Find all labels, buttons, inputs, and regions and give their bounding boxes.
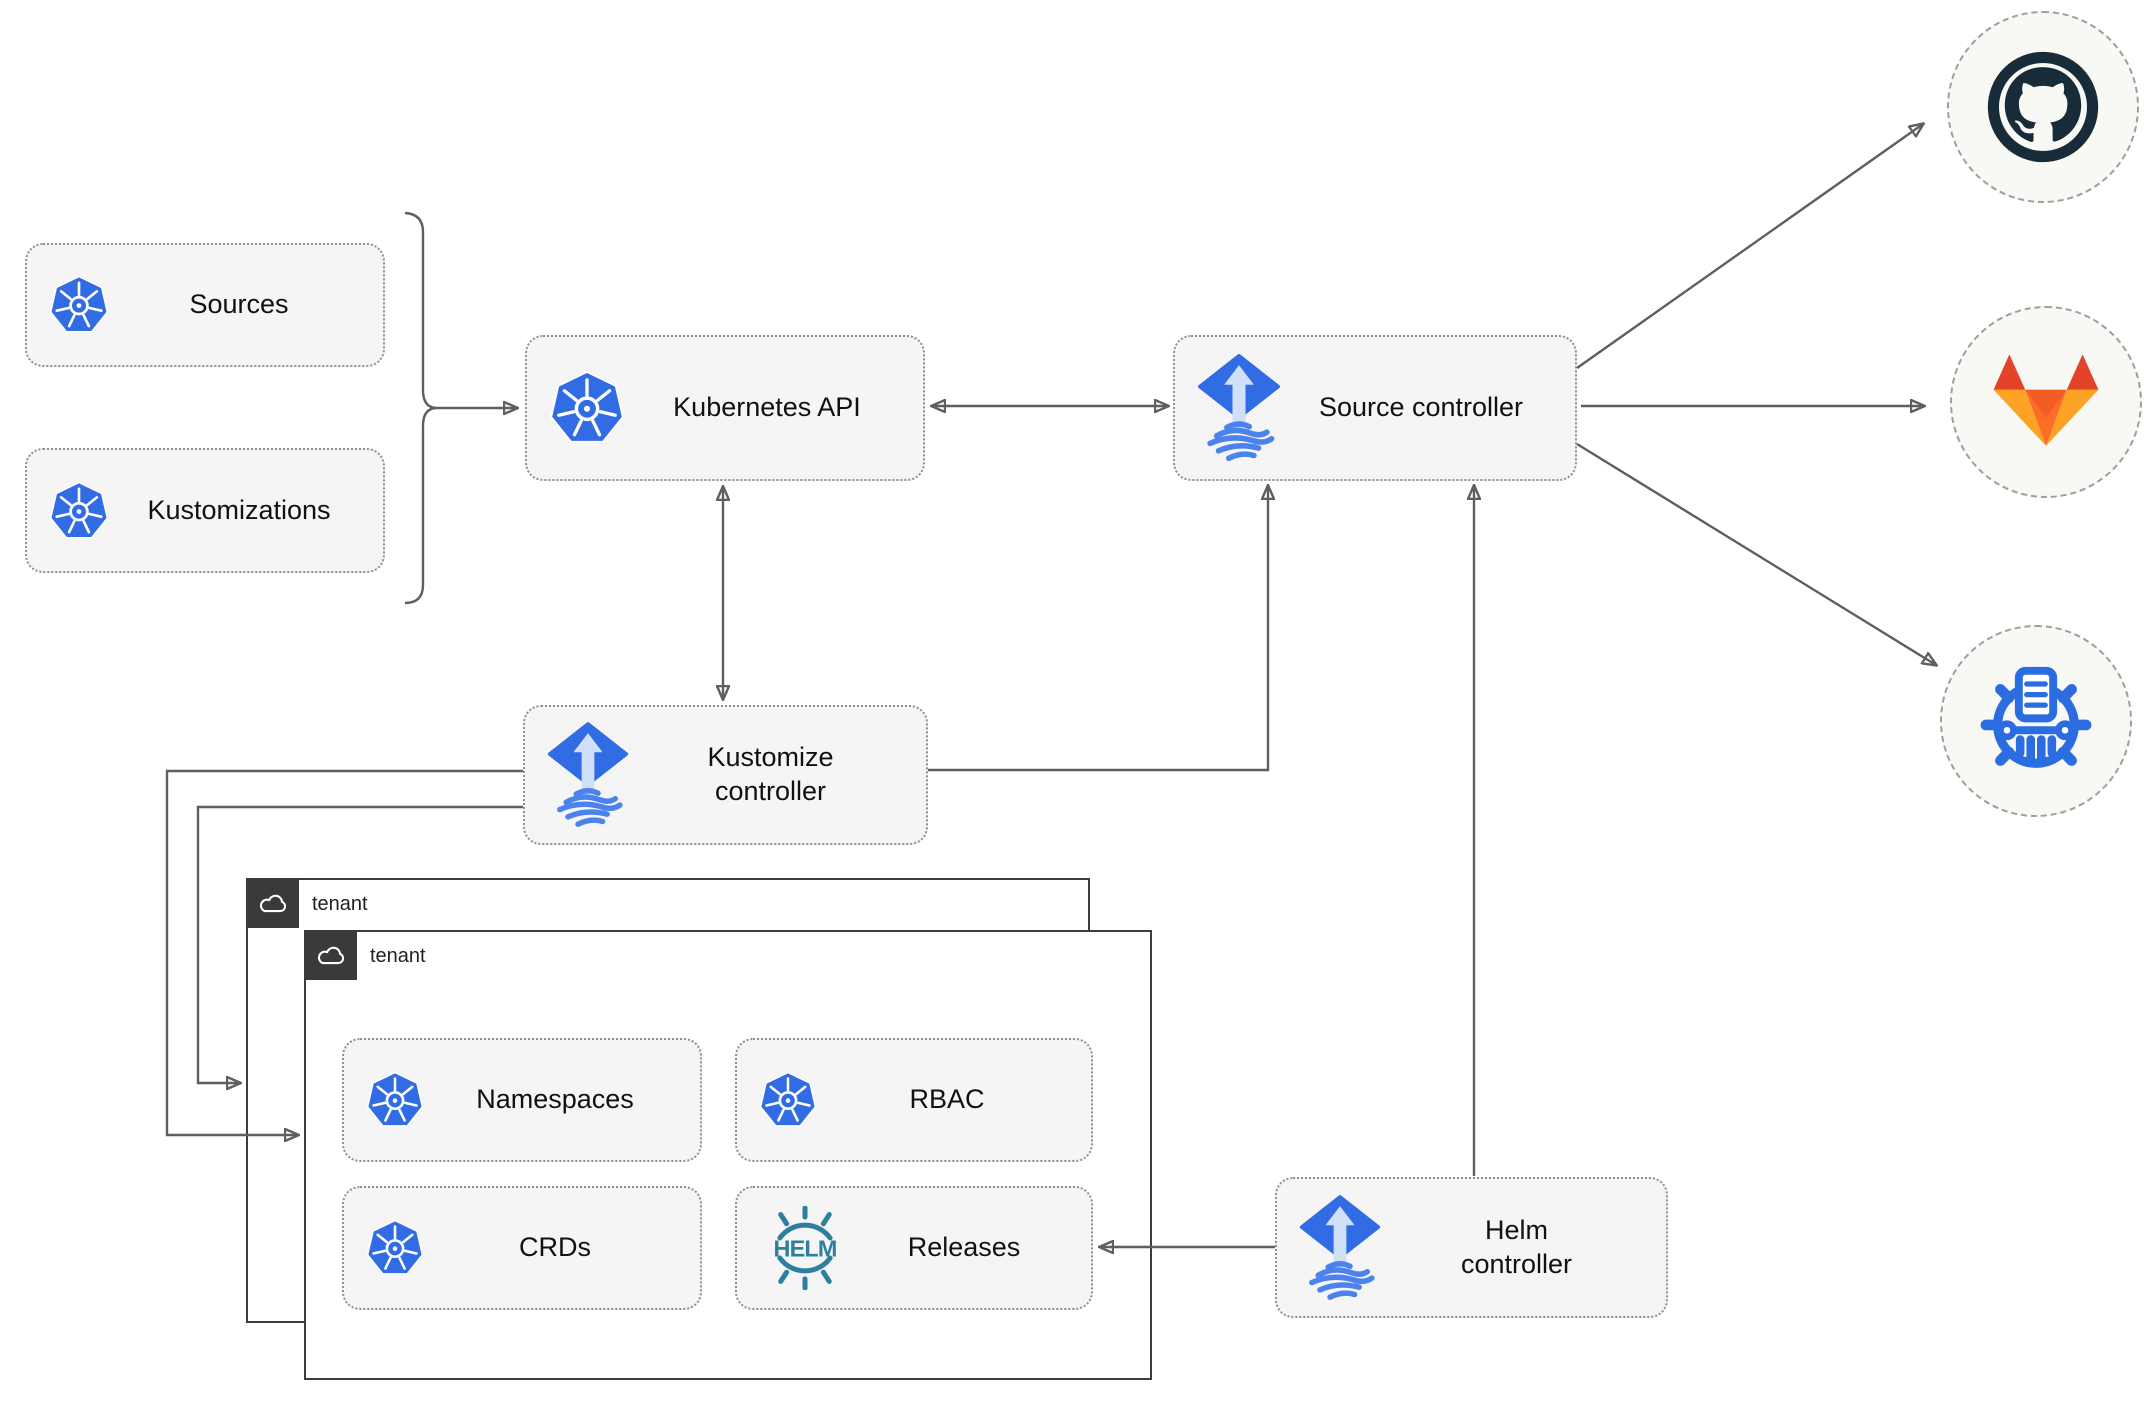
helm-logo-text: HELM: [774, 1235, 837, 1261]
node-source-controller: Source controller: [1173, 335, 1577, 481]
tenant-label: tenant: [370, 945, 426, 967]
kubernetes-icon: [49, 275, 109, 335]
edge-source-controller-to-helm-repository: [1576, 442, 1936, 665]
node-label: CRDs: [519, 1232, 591, 1263]
node-kubernetes-api: Kubernetes API: [525, 335, 925, 481]
gitlab-target: [1950, 306, 2142, 498]
cloud-icon: [257, 892, 289, 915]
node-label: Releases: [907, 1232, 1021, 1263]
cloud-icon: [315, 944, 347, 967]
edge-group-bracket: [404, 211, 438, 605]
github-target: [1947, 11, 2139, 203]
node-releases: HELM Releases: [735, 1186, 1093, 1310]
node-kustomize-controller: Kustomize controller: [523, 705, 928, 845]
edge-kustomize-controller-to-source-controller: [928, 486, 1268, 772]
gitlab-icon: [1993, 354, 2099, 446]
node-label: RBAC: [909, 1084, 985, 1115]
tenant-tab: [246, 878, 299, 928]
helm-repository-target: [1940, 625, 2132, 817]
tenant-label: tenant: [312, 893, 368, 915]
github-icon: [1987, 51, 2099, 163]
node-rbac: RBAC: [735, 1038, 1093, 1162]
tenant-tab: [304, 930, 357, 980]
kubernetes-icon: [759, 1071, 817, 1129]
node-label: Helm controller: [1460, 1214, 1573, 1279]
node-label: Kubernetes API: [673, 392, 861, 423]
kubernetes-icon: [49, 481, 109, 541]
node-crds: CRDs: [342, 1186, 702, 1310]
node-namespaces: Namespaces: [342, 1038, 702, 1162]
helm-repository-icon: [1980, 666, 2092, 768]
node-sources: Sources: [25, 243, 385, 367]
kubernetes-icon: [366, 1219, 424, 1277]
node-label: Namespaces: [476, 1084, 634, 1115]
node-label: Sources: [189, 289, 289, 320]
edge-source-controller-to-github: [1576, 124, 1923, 369]
flux-icon: [1299, 1195, 1381, 1301]
node-label: Kustomizations: [147, 494, 331, 525]
flux-icon: [1197, 354, 1281, 462]
helm-icon: HELM: [759, 1206, 851, 1290]
kubernetes-icon: [366, 1071, 424, 1129]
node-label: Source controller: [1318, 392, 1524, 423]
node-kustomizations: Kustomizations: [25, 448, 385, 573]
node-label: Kustomize controller: [707, 742, 834, 806]
flux-icon: [547, 722, 629, 828]
kubernetes-icon: [549, 370, 625, 446]
node-helm-controller: Helm controller: [1275, 1177, 1668, 1318]
